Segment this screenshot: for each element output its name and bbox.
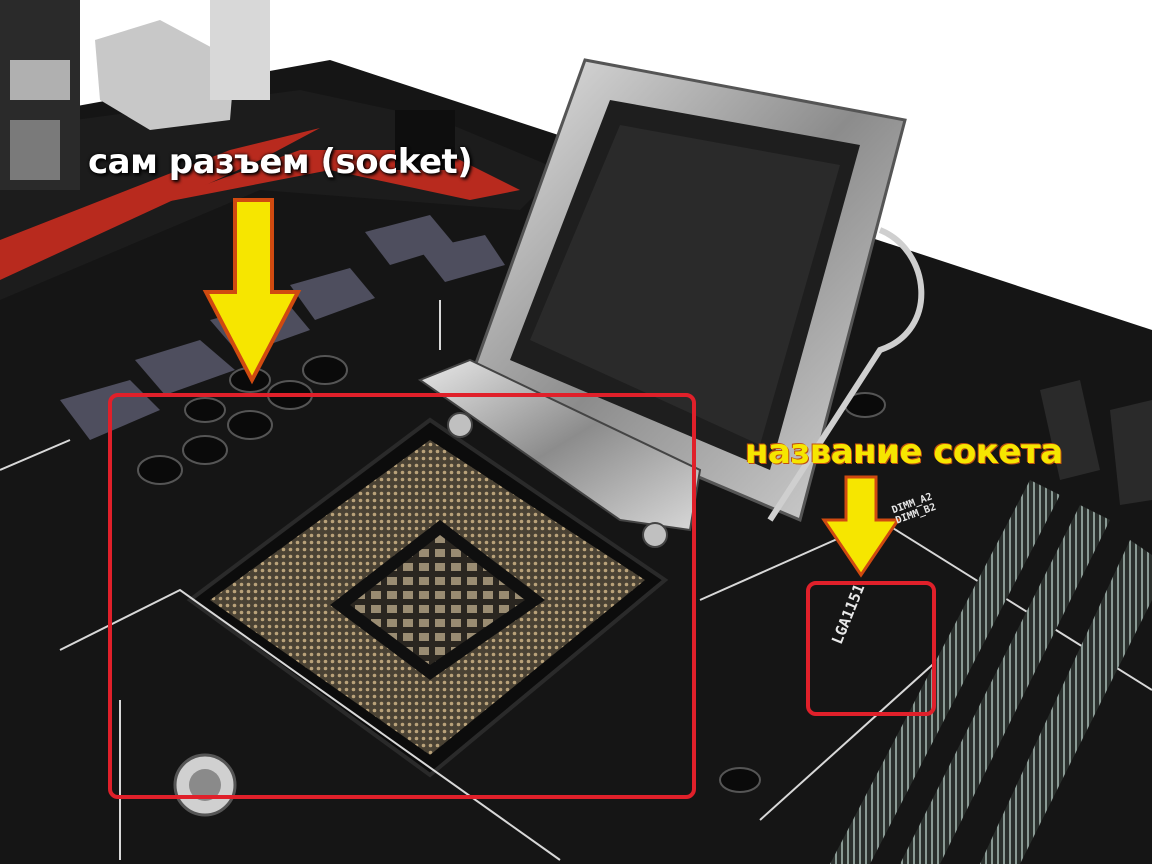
io-shield <box>210 0 270 100</box>
io-port-1 <box>10 60 70 100</box>
socket-name-annotation: название сокета <box>745 432 1063 472</box>
dimm-slots <box>830 380 1152 864</box>
io-port-2 <box>10 120 60 180</box>
cpu-socket <box>186 417 669 778</box>
down-arrow-socket-name <box>821 475 901 578</box>
down-arrow-socket <box>202 198 302 385</box>
socket-name-highlight-box <box>806 581 936 716</box>
heatsink-stripe <box>0 128 320 280</box>
socket-highlight-box <box>108 393 696 799</box>
socket-annotation: сам разъем (socket) <box>88 142 473 182</box>
socket-load-plate <box>417 58 925 548</box>
lan-port <box>95 20 235 130</box>
atx-connector <box>395 110 455 170</box>
